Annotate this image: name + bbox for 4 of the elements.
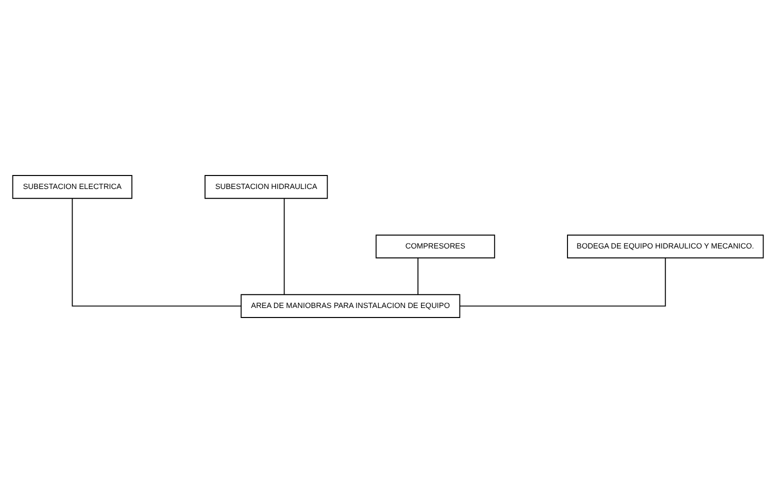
connector — [417, 257, 418, 296]
connector — [284, 198, 285, 296]
connector — [459, 258, 666, 307]
connector — [72, 198, 242, 307]
